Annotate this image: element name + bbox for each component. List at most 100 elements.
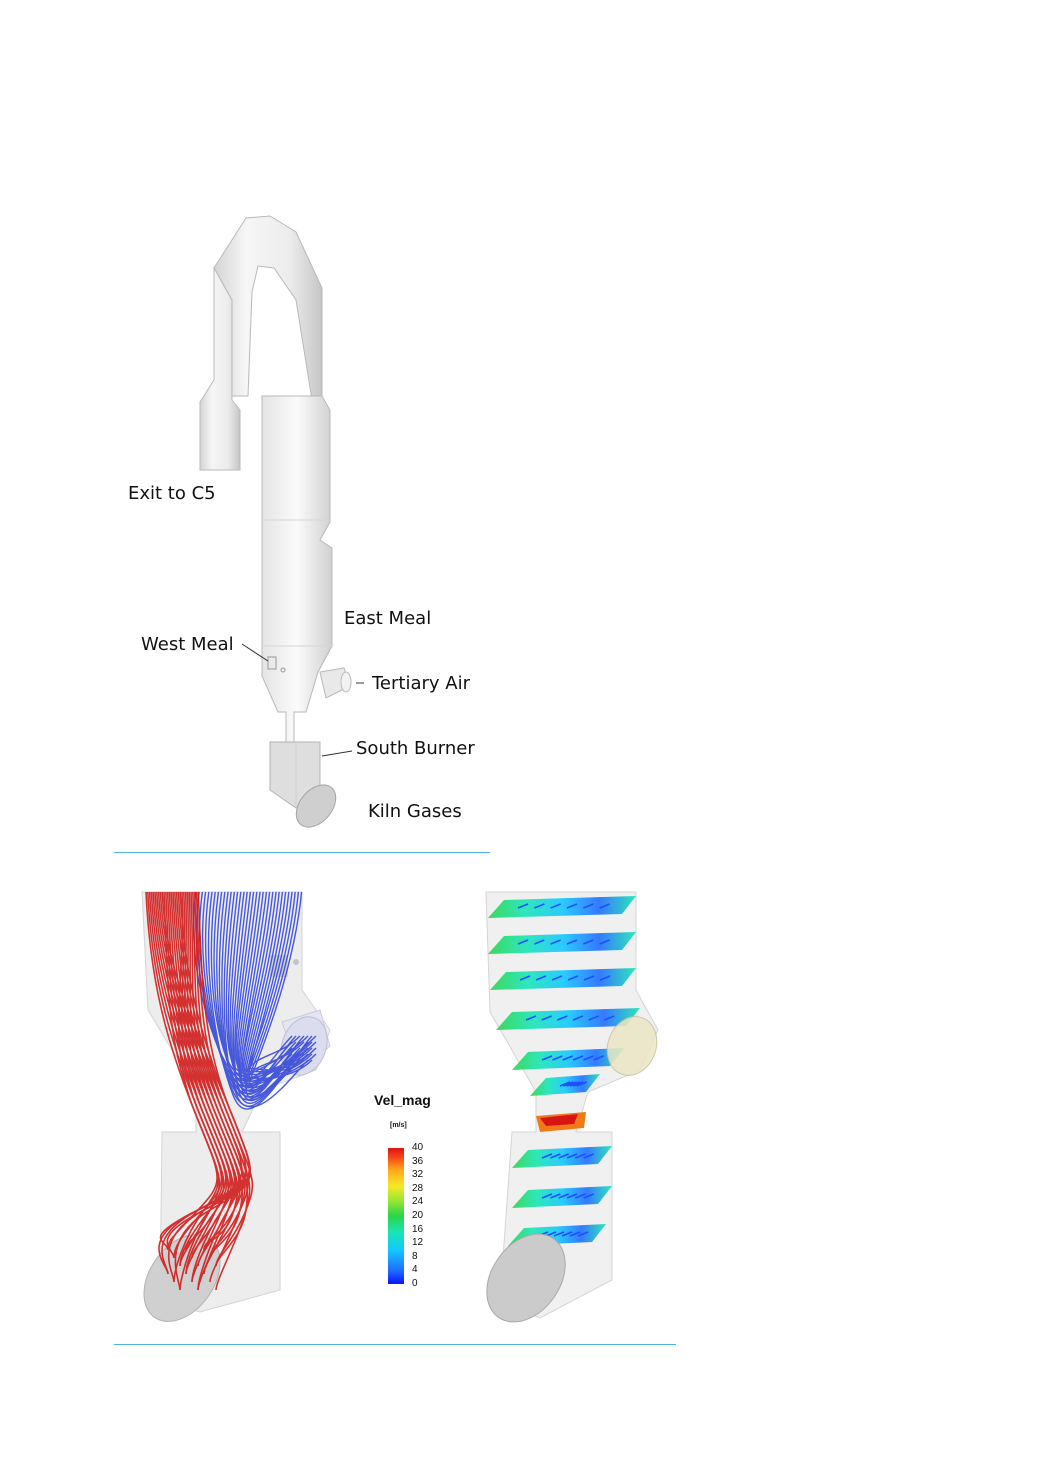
velocity-vector: [573, 1081, 584, 1087]
velocity-vector: [537, 1231, 549, 1237]
exit-duct: [199, 266, 241, 471]
blue-streamline: [244, 891, 293, 1093]
red-streamline: [166, 891, 228, 1251]
velocity-vector: [550, 1193, 561, 1199]
velocity-vector: [550, 903, 561, 909]
blue-streamline: [225, 891, 313, 1076]
velocity-vector: [553, 1231, 565, 1237]
label-tertiary-air: Tertiary Air: [372, 673, 470, 694]
velocity-vector: [575, 1153, 586, 1159]
red-streamline: [157, 891, 249, 1259]
blue-streamline: [210, 891, 317, 1078]
label-exit-to-c5: Exit to C5: [128, 483, 216, 504]
red-streamline: [148, 891, 227, 1267]
red-streamline: [165, 891, 224, 1291]
velocity-plane: [488, 896, 636, 918]
label-west-meal: West Meal: [141, 634, 234, 655]
red-streamline: [163, 891, 219, 1283]
blue-streamline: [196, 891, 297, 1088]
velocity-vector: [550, 939, 561, 945]
blue-streamline: [227, 891, 317, 1082]
velocity-vector: [541, 1015, 552, 1021]
velocity-vector: [567, 975, 579, 981]
colorbar-tick-label: 28: [412, 1182, 424, 1194]
velocity-vector: [541, 1055, 553, 1061]
velocity-vector: [563, 1081, 574, 1087]
velocity-vector: [599, 903, 610, 909]
red-streamline: [161, 891, 243, 1275]
red-streamline: [181, 891, 225, 1275]
velocity-vector: [519, 975, 531, 981]
colorbar-tick-label: 0: [412, 1278, 418, 1289]
gooseneck-duct: [213, 215, 323, 401]
blue-streamline: [246, 891, 301, 1073]
red-streamline: [156, 891, 245, 1251]
colorbar-tick-label: 4: [412, 1264, 418, 1276]
red-streamline: [190, 891, 244, 1259]
blue-streamline: [245, 891, 297, 1099]
blue-streamline: [244, 891, 317, 1087]
blue-streamline: [247, 891, 305, 1077]
velocity-vector: [575, 1193, 586, 1199]
velocity-plane: [512, 1146, 612, 1168]
kiln-gas-streamlines: [145, 891, 254, 1291]
red-streamline: [188, 891, 239, 1251]
blue-streamline: [243, 891, 313, 1081]
colorbar-gradient: [388, 1148, 404, 1284]
red-streamline: [145, 891, 218, 1251]
blue-streamline: [240, 891, 301, 1102]
velocity-vector: [583, 903, 594, 909]
blue-streamline: [229, 891, 293, 1089]
blue-streamline: [199, 891, 301, 1095]
blue-streamline: [221, 891, 305, 1101]
velocity-plane: [512, 1186, 612, 1208]
velocity-vector: [569, 1081, 581, 1087]
blue-streamline: [192, 891, 293, 1081]
velocity-vector: [517, 939, 529, 945]
velocity-vector: [525, 1015, 537, 1021]
velocity-vector: [552, 1055, 563, 1061]
vector-vessel: [485, 891, 659, 1319]
velocity-plane: [488, 932, 636, 954]
label-kiln-gases: Kiln Gases: [368, 801, 462, 822]
velocity-vector: [583, 1055, 594, 1061]
tertiary-air-streamlines: [192, 891, 317, 1110]
red-streamline: [175, 891, 251, 1291]
velocity-vector: [583, 975, 595, 981]
red-streamline: [167, 891, 247, 1283]
velocity-vector: [583, 939, 594, 945]
red-streamline: [170, 891, 237, 1267]
blue-streamline: [238, 891, 293, 1089]
velocity-vector: [517, 903, 529, 909]
blue-streamline: [232, 891, 301, 1098]
red-streamline: [158, 891, 250, 1275]
red-streamline: [174, 891, 251, 1291]
velocity-vector: [583, 1193, 594, 1199]
red-streamline: [166, 891, 251, 1259]
velocity-vector: [593, 1055, 604, 1061]
velocity-vector: [541, 1193, 553, 1199]
blue-streamline: [207, 891, 313, 1110]
velocity-vector: [551, 975, 563, 981]
red-streamline: [159, 891, 254, 1267]
colorbar-tick-label: 16: [412, 1223, 424, 1235]
red-streamline: [192, 891, 249, 1267]
velocity-vector: [577, 1231, 589, 1237]
blue-streamline: [218, 891, 301, 1099]
velocity-vector: [604, 1015, 615, 1021]
velocity-vector: [572, 1015, 584, 1021]
velocity-vector: [534, 903, 545, 909]
blue-streamline: [213, 891, 293, 1085]
velocity-plane: [496, 1008, 640, 1030]
calciner-geometry-figure: [199, 215, 364, 828]
velocity-vector: [558, 1153, 569, 1159]
velocity-plane: [508, 1224, 606, 1246]
velocity-vector: [572, 1055, 584, 1061]
red-streamline: [184, 891, 230, 1283]
velocity-vector: [541, 1153, 553, 1159]
velocity-vector: [561, 1231, 573, 1237]
velocity-vector: [566, 1153, 578, 1159]
red-streamline: [172, 891, 242, 1275]
velocity-vector: [566, 1193, 578, 1199]
velocity-vector: [599, 975, 611, 981]
